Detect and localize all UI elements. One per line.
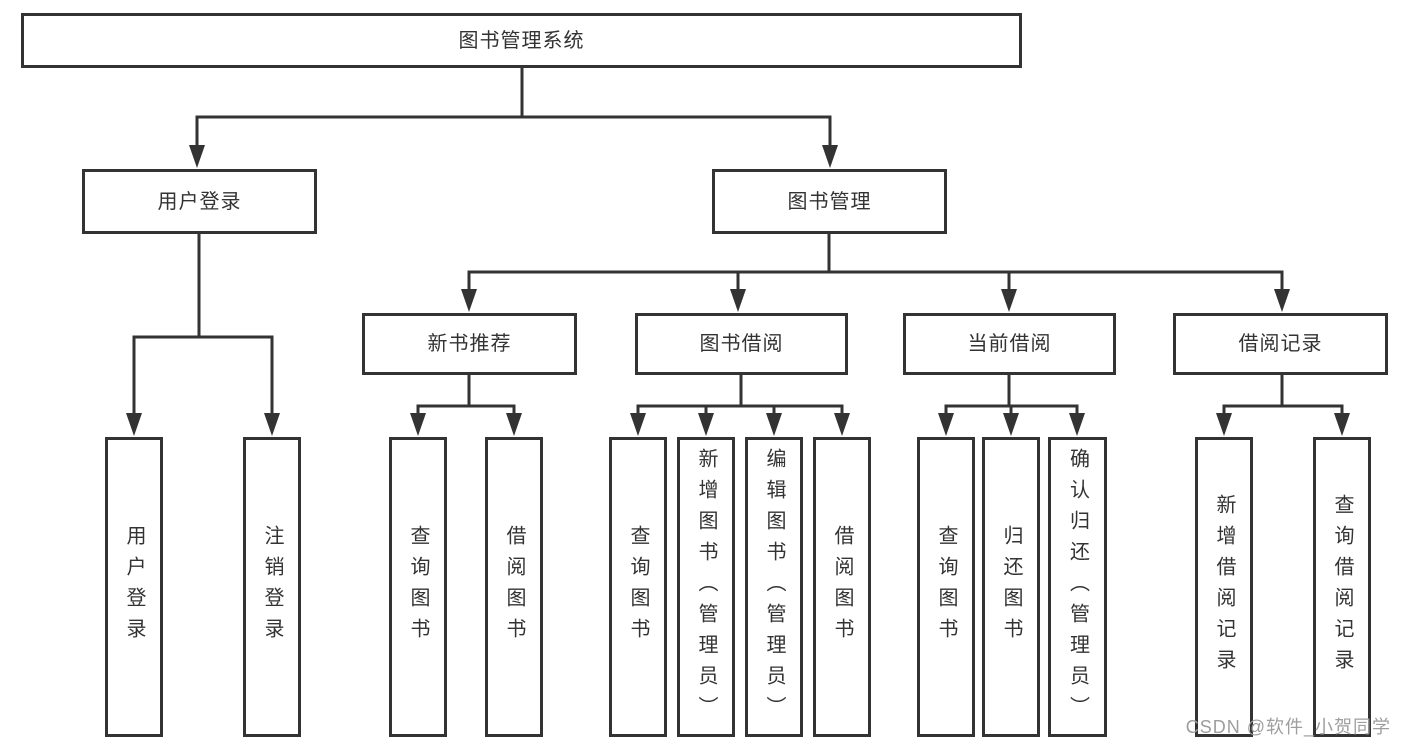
node-root: 图书管理系统 <box>21 13 1022 68</box>
node-book-borrow: 图书借阅 <box>635 313 848 375</box>
leaf-query-books-current: 查询图书 <box>917 437 975 737</box>
node-user-login: 用户登录 <box>82 169 317 234</box>
leaf-query-books-recommend: 查询图书 <box>389 437 447 737</box>
node-new-book-recommend: 新书推荐 <box>362 313 577 375</box>
leaf-logout: 注销登录 <box>243 437 301 737</box>
leaf-confirm-return-admin: 确认归还（管理员） <box>1048 437 1107 737</box>
leaf-query-borrow-record: 查询借阅记录 <box>1313 437 1371 737</box>
leaf-add-books-admin: 新增图书（管理员） <box>677 437 735 737</box>
leaf-query-books-borrow: 查询图书 <box>609 437 667 737</box>
node-book-management: 图书管理 <box>712 169 947 234</box>
leaf-user-login: 用户登录 <box>105 437 163 737</box>
leaf-return-books: 归还图书 <box>982 437 1040 737</box>
leaf-borrow-books-recommend: 借阅图书 <box>485 437 543 737</box>
leaf-borrow-books-borrow: 借阅图书 <box>813 437 871 737</box>
leaf-add-borrow-record: 新增借阅记录 <box>1195 437 1253 737</box>
node-borrow-records: 借阅记录 <box>1173 313 1388 375</box>
csdn-watermark: CSDN @软件_小贺同学 <box>1185 717 1391 737</box>
node-current-borrow: 当前借阅 <box>903 313 1116 375</box>
leaf-edit-books-admin: 编辑图书（管理员） <box>745 437 803 737</box>
